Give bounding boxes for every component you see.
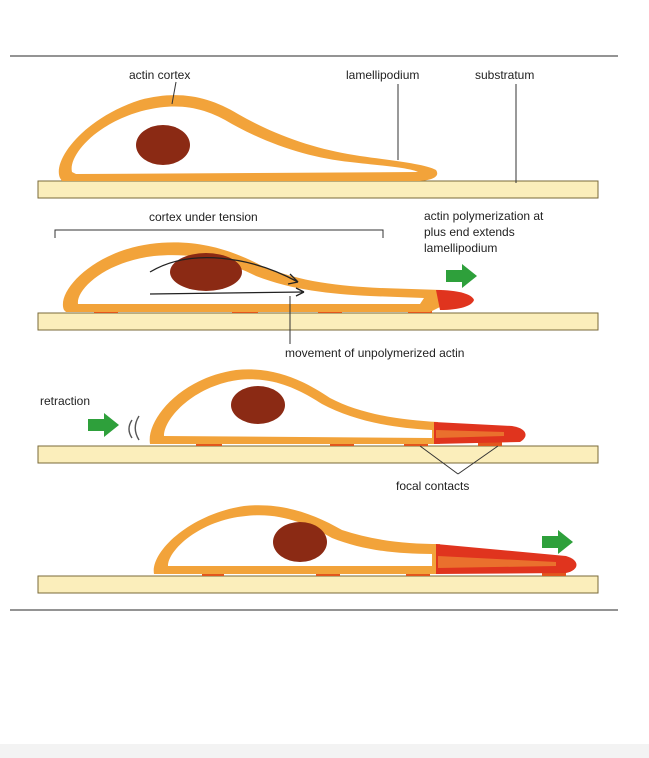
label-movement: movement of unpolymerized actin: [285, 346, 464, 360]
leader-line: [171, 81, 177, 105]
label-cortex-under-tension: cortex under tension: [149, 210, 258, 224]
label-focal-contacts: focal contacts: [396, 479, 469, 493]
substratum-1: [37, 180, 599, 199]
label-retraction: retraction: [40, 394, 90, 408]
nucleus: [231, 386, 285, 424]
substratum-4: [37, 575, 599, 594]
cell-cytoplasm: [164, 379, 432, 438]
polymerizing-actin-inner: [436, 430, 504, 438]
focal-contact: [542, 571, 566, 576]
bottom-strip: [0, 744, 649, 758]
label-actin-poly-1: actin polymerization at: [424, 209, 544, 223]
nucleus: [170, 253, 242, 291]
label-actin-cortex: actin cortex: [129, 68, 190, 82]
focal-contact: [478, 441, 502, 446]
tension-bracket: [54, 229, 384, 238]
substratum-2: [37, 312, 599, 331]
panel-2: cortex under tension actin polymerizatio…: [37, 209, 599, 360]
green-arrow-icon: [446, 264, 477, 288]
panel-1: actin cortex lamellipodium substratum: [37, 68, 599, 199]
label-substratum: substratum: [475, 68, 534, 82]
label-lamellipodium: lamellipodium: [346, 68, 419, 82]
polymerizing-actin-tip: [436, 290, 474, 310]
green-arrow-icon: [542, 530, 573, 554]
actin-flow-arrowhead: [295, 287, 305, 297]
substratum-3: [37, 445, 599, 464]
cell-cytoplasm: [77, 255, 424, 304]
panel-4: [37, 505, 599, 594]
nucleus: [136, 125, 190, 165]
label-actin-poly-2: plus end extends: [424, 225, 515, 239]
panel-3: retraction focal contacts: [37, 369, 599, 493]
actin-flow-arrow: [149, 257, 299, 283]
label-actin-poly-3: lamellipodium: [424, 241, 497, 255]
polymerizing-actin-inner: [438, 556, 556, 568]
leader-line: [419, 445, 459, 475]
actin-flow-arrow: [149, 291, 305, 295]
nucleus: [273, 522, 327, 562]
actin-flow-arrowhead: [287, 273, 299, 285]
retraction-wave-icon: [128, 415, 140, 441]
leader-line: [457, 445, 499, 475]
green-arrow-icon: [88, 413, 119, 437]
